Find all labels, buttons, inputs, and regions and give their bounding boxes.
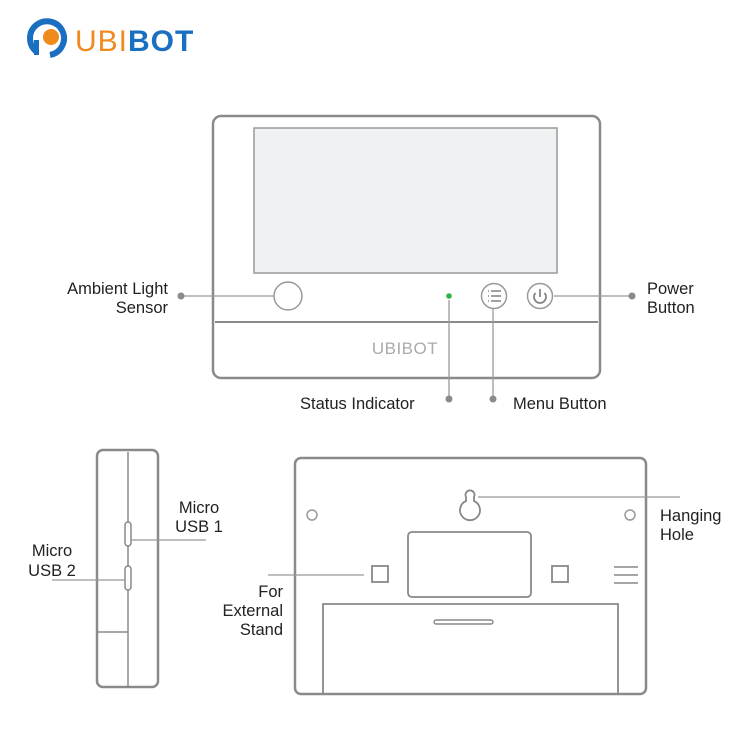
ambient-leader-dot (177, 292, 185, 300)
stand-label-2: External (222, 602, 283, 620)
micro-usb-1-port (124, 521, 132, 547)
status-indicator-label: Status Indicator (300, 395, 415, 413)
power-icon (533, 289, 547, 304)
back-cover-panel (407, 531, 532, 598)
menu-button[interactable] (480, 282, 508, 310)
stand-label-1: For (258, 583, 283, 601)
logo-text-ubi: UBI (75, 25, 128, 58)
power-label-2: Button (647, 299, 695, 317)
front-view: UBIBOT Ambient Light Sensor Power Button… (67, 114, 695, 413)
logo-ring-icon (27, 18, 68, 58)
stand-label-3: Stand (240, 621, 283, 639)
power-leader-dot (628, 292, 636, 300)
logo-stem-icon (34, 40, 39, 55)
screw-left (306, 509, 318, 521)
logo-dot-icon (43, 29, 59, 45)
usb1-label-2: USB 1 (175, 518, 223, 536)
menu-list-icon (488, 290, 501, 302)
hanging-hole-label-1: Hanging (660, 507, 721, 525)
stand-slot-right (551, 565, 569, 583)
usb2-label-1: Micro (32, 542, 72, 560)
usb1-label-1: Micro (179, 499, 219, 517)
menu-leader-dot (489, 395, 497, 403)
device-brand-label: UBIBOT (372, 339, 438, 358)
side-view: Micro USB 1 Micro USB 2 (28, 448, 223, 689)
hanging-hole-label-2: Hole (660, 526, 694, 544)
micro-usb-2-port (124, 565, 132, 591)
menu-button-label: Menu Button (513, 395, 607, 413)
battery-cover-slot (433, 619, 494, 625)
status-leader-dot (445, 395, 453, 403)
svg-text:UBIBOT: UBIBOT (75, 25, 194, 58)
ambient-light-label-2: Sensor (116, 299, 169, 317)
power-label-1: Power (647, 280, 694, 298)
logo-text-bot: BOT (128, 25, 194, 58)
vent-lines-icon (614, 566, 638, 584)
usb2-label-2: USB 2 (28, 562, 76, 580)
back-view: Hanging Hole For External Stand (222, 456, 721, 696)
hanging-hole (459, 489, 481, 521)
power-button[interactable] (526, 282, 554, 310)
screw-right (624, 509, 636, 521)
status-led (446, 293, 452, 299)
display-screen (253, 127, 558, 274)
battery-cover (322, 603, 619, 694)
ambient-light-label-1: Ambient Light (67, 280, 168, 298)
stand-slot-left (371, 565, 389, 583)
ubibot-logo: UBIBOT (27, 18, 194, 58)
